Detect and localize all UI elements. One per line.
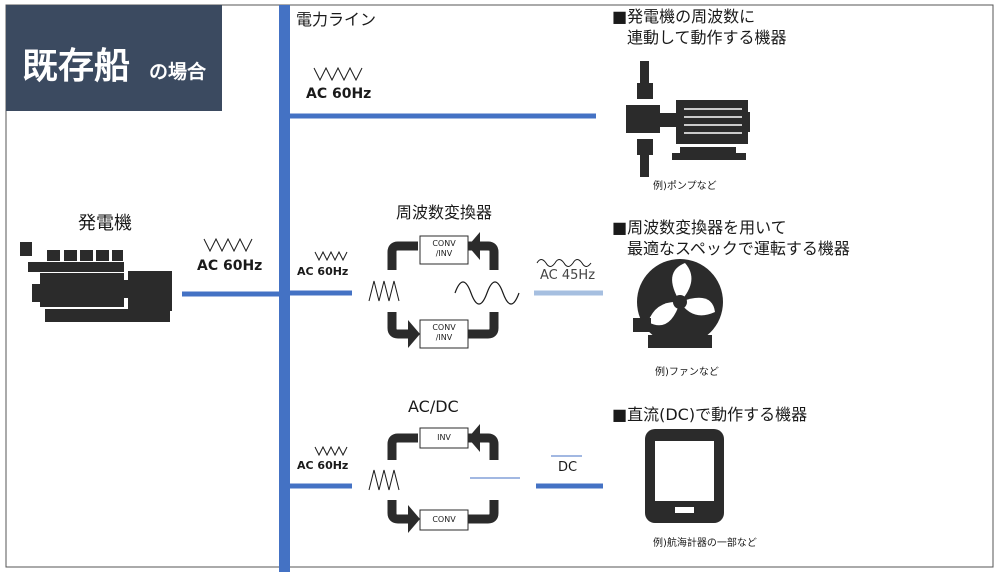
row1-input-label: AC 60Hz [306,86,372,102]
row3-arrow-bottom-right [468,500,499,524]
row2-box-top [419,235,469,265]
row3-input-label: AC 60Hz [297,459,349,472]
row3-converter-label: AC/DC [408,397,459,416]
outer-frame [5,4,994,568]
row3-left-wave-icon [368,469,400,491]
row2-arrow-top-right [468,241,499,270]
title-sub: の場合 [149,61,207,83]
row2-box-bottom-label-line2: /INV [435,333,453,342]
row3-box-bottom-label: CONV [432,515,456,524]
row3-arrow-top-right [468,433,499,460]
title-box: 既存船 の場合 [6,5,222,111]
row3-box-top [419,427,469,449]
row3-arrowhead-top [468,424,480,452]
generator-output-label: AC 60Hz [197,258,263,274]
row2-heading-line1: ■周波数変換器を用いて [612,218,787,237]
row1-wave-icon [313,66,363,82]
row2-arrowhead-bottom [408,320,420,348]
pump-icon [626,61,750,177]
row2-left-wave-icon [368,280,400,302]
row3-output-label: DC [558,460,578,475]
row2-box-top-label-line2: /INV [435,249,453,258]
row2-output-label: AC 45Hz [540,268,596,283]
title-main: 既存船 [22,46,131,87]
row2-input-wave-icon [314,250,348,262]
row2-arrow-top-left [387,241,418,270]
row2-arrow-bottom-right [468,312,499,339]
power-line-label: 電力ライン [296,10,377,29]
row3-arrowhead-bottom [408,505,420,533]
row2-box-bottom-label-line1: CONV [432,323,456,332]
row1-heading-line2: 連動して動作する機器 [627,28,787,47]
row2-heading-line2: 最適なスペックで運転する機器 [627,239,850,258]
row2-input-label: AC 60Hz [297,265,349,278]
row3-input-wave-icon [314,445,348,457]
row3-arrow-bottom-left [387,500,410,524]
row2-box-bottom [419,319,469,349]
power-line-bus [279,5,290,572]
fan-icon [633,259,723,348]
row2-box-top-label-line1: CONV [432,239,456,248]
row3-arrow-top-left [387,433,418,460]
generator-wave-icon [203,237,253,253]
row1-example: 例)ポンプなど [653,181,717,192]
row2-output-wave-icon [536,259,592,267]
row3-heading: ■直流(DC)で動作する機器 [612,405,808,424]
row2-converter-label: 周波数変換器 [396,203,493,222]
generator-label: 発電機 [78,213,132,234]
row3-box-top-label: INV [437,433,451,442]
generator-icon [20,242,172,322]
row2-right-wave-icon [454,281,520,305]
row2-arrowhead-top [468,232,480,260]
row3-box-bottom [419,509,469,531]
pump-icon-detail [684,108,742,134]
tablet-icon [645,429,724,523]
row1-heading-line1: ■発電機の周波数に [612,7,756,26]
row3-example: 例)航海計器の一部など [653,538,757,549]
row2-arrow-bottom-left [387,312,410,339]
row2-example: 例)ファンなど [655,367,719,378]
